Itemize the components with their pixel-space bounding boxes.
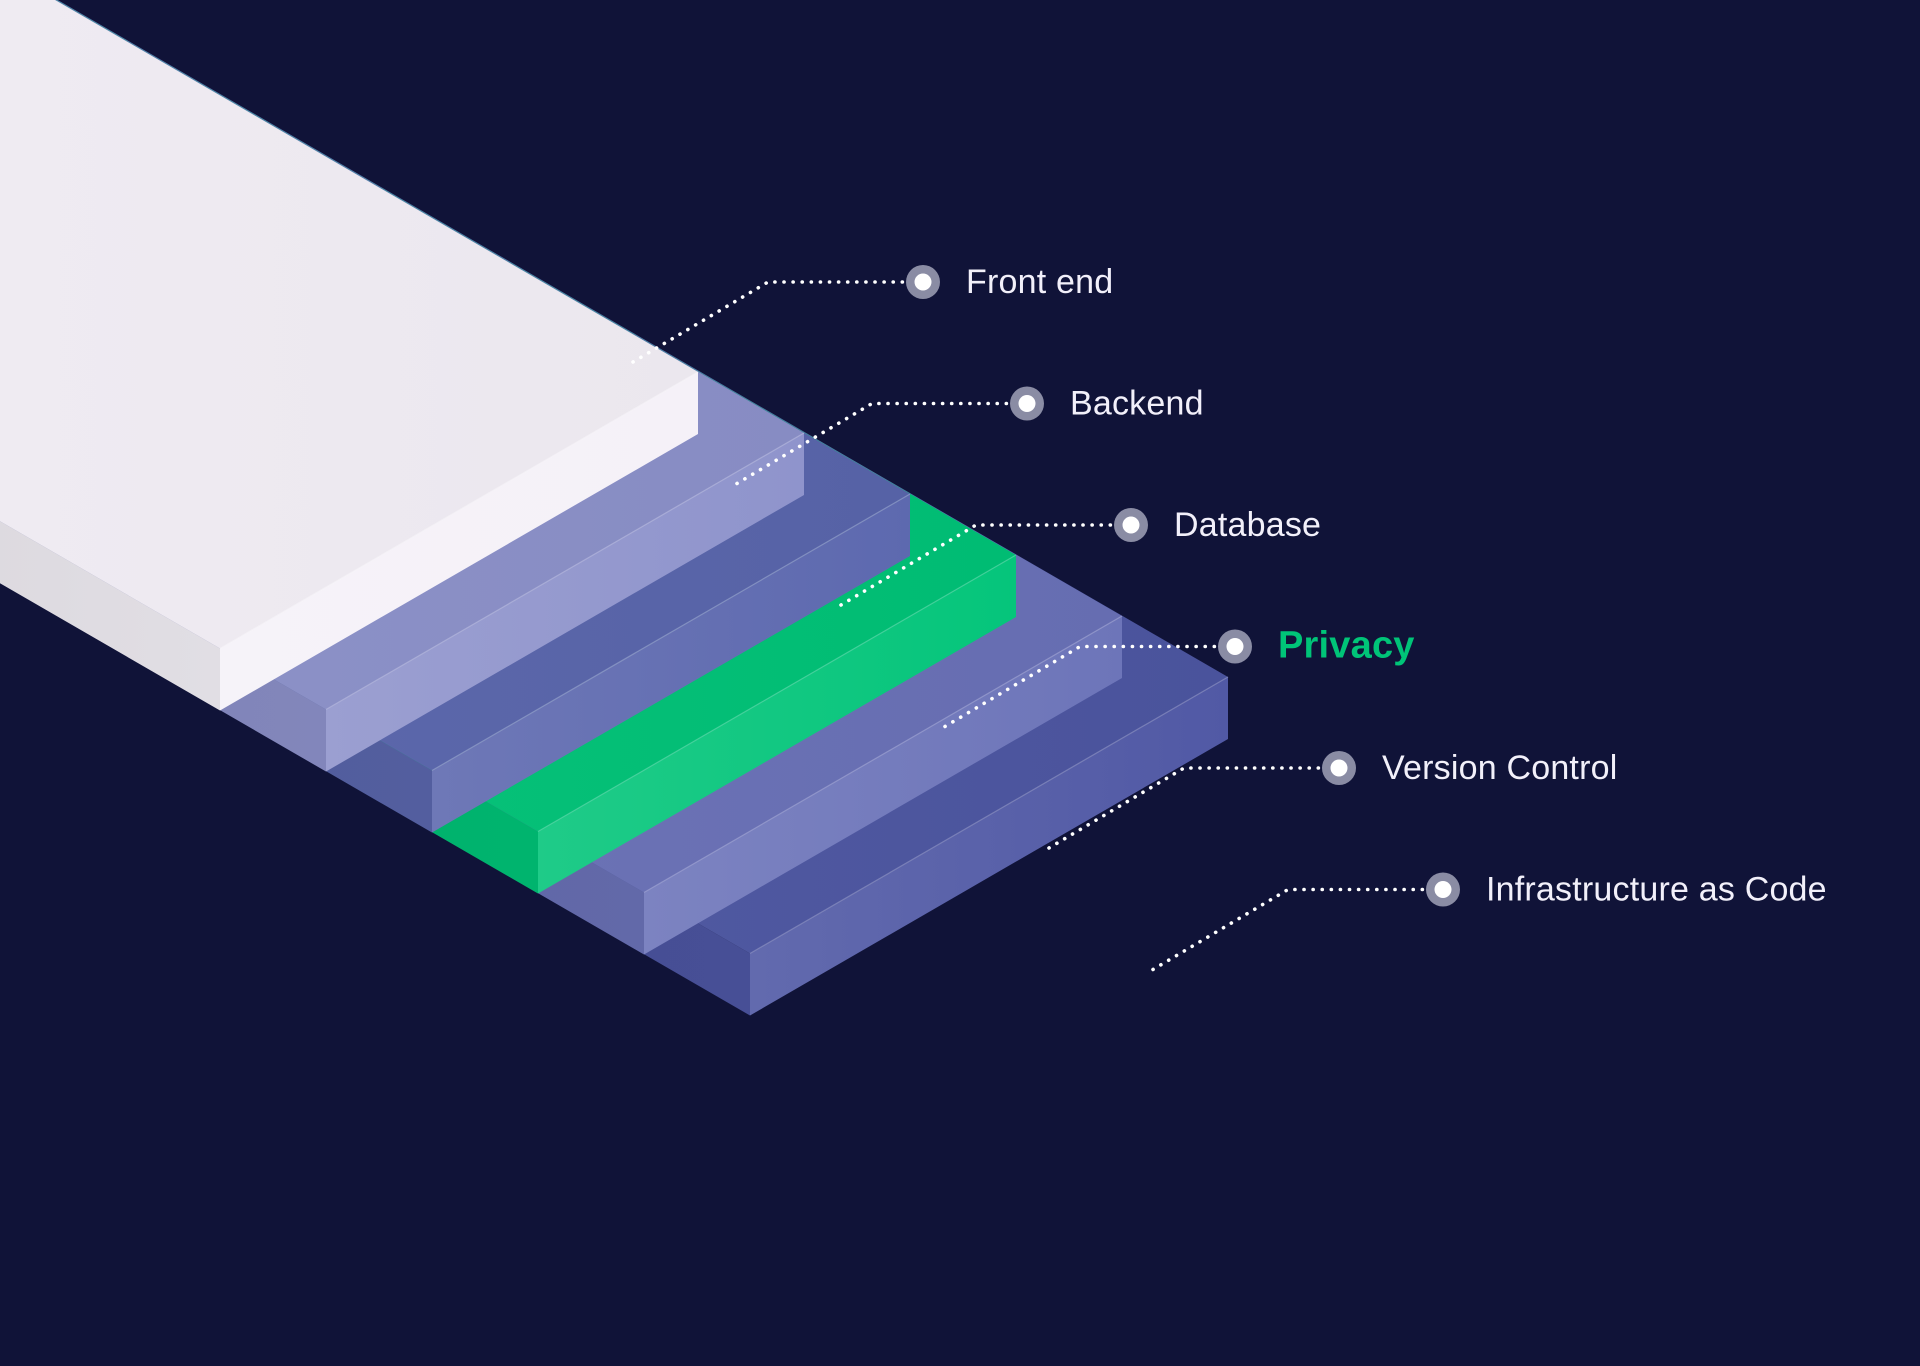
layer-label: Version Control bbox=[1382, 749, 1617, 787]
slab-right-face bbox=[432, 494, 910, 833]
marker-dot bbox=[1330, 759, 1348, 777]
marker-dot bbox=[1018, 395, 1036, 412]
layer-label: Backend bbox=[1070, 385, 1204, 423]
marker-dot bbox=[1434, 881, 1452, 898]
slab-top-face bbox=[0, 0, 698, 649]
slab-right-face bbox=[538, 555, 1016, 894]
marker-dot bbox=[914, 273, 932, 291]
slab-edge bbox=[749, 676, 1229, 955]
marker-dot bbox=[1122, 516, 1140, 534]
layer-label: Front end bbox=[966, 263, 1113, 301]
slab-edge bbox=[219, 371, 699, 650]
layer-label: Infrastructure as Code bbox=[1486, 871, 1827, 909]
slab-edge bbox=[537, 554, 1017, 833]
layer-callout: Backend bbox=[735, 385, 1204, 486]
layer-callout: Front end bbox=[631, 263, 1113, 364]
leader-line bbox=[1151, 887, 1431, 972]
slab-right-face bbox=[326, 433, 804, 772]
marker-dot bbox=[1226, 638, 1244, 655]
layer-callout: Version Control bbox=[1047, 749, 1617, 850]
slab-right-face bbox=[644, 616, 1122, 955]
slabs-group bbox=[0, 0, 1229, 1016]
layer-label: Database bbox=[1174, 506, 1321, 544]
slab-edge bbox=[431, 493, 911, 772]
layer-callout: Privacy bbox=[943, 625, 1415, 729]
layer-callout: Infrastructure as Code bbox=[1151, 871, 1827, 972]
layer-label: Privacy bbox=[1278, 625, 1415, 667]
slab-right-face bbox=[750, 677, 1228, 1016]
slab-edge bbox=[643, 615, 1123, 894]
slab-right-face bbox=[220, 372, 698, 711]
layer-callout: Database bbox=[839, 506, 1321, 607]
slab-left-face bbox=[0, 521, 220, 711]
slab-edge bbox=[325, 432, 805, 711]
leader-line bbox=[631, 280, 911, 364]
layer-slab bbox=[0, 0, 699, 711]
